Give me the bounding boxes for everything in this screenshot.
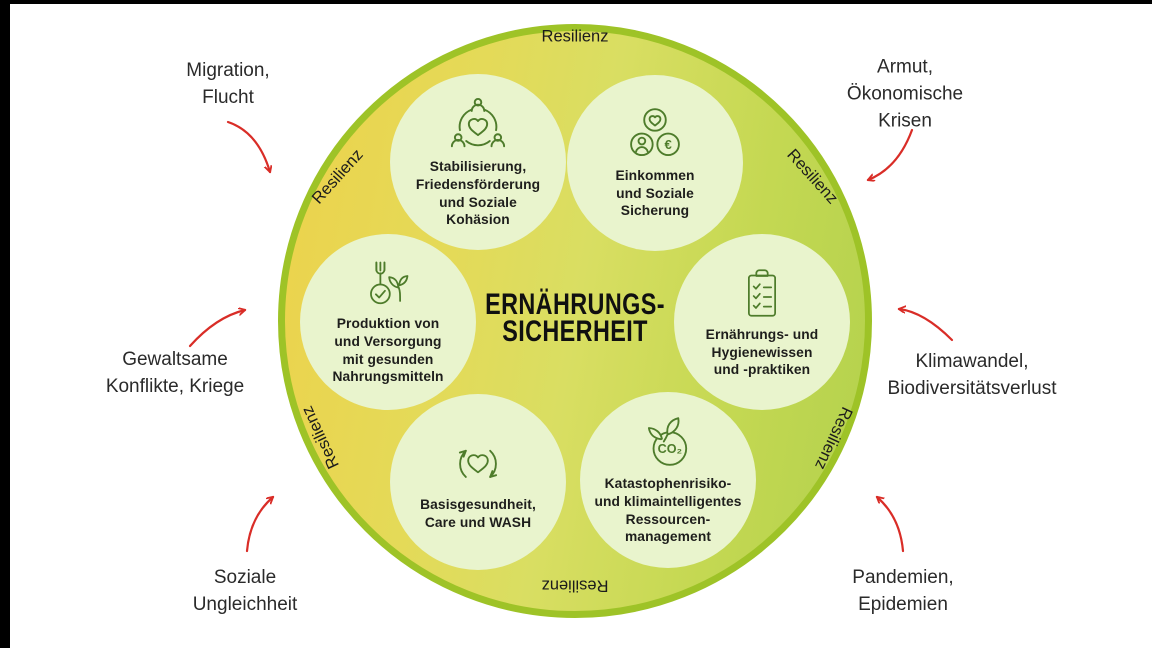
factor-label-gewaltsame-konflikte: Gewaltsame Konflikte, Kriege	[105, 349, 245, 397]
healthy-food-production-icon	[370, 261, 409, 304]
topic-label-katastrophenrisiko: Katastophenrisiko- und klimaintelligente…	[594, 475, 742, 545]
center-title: ERNÄHRUNGS- SICHERHEIT	[485, 288, 665, 348]
topic-circle-stabilisierung: Stabilisierung, Friedensförderung und So…	[390, 74, 566, 250]
factor-label-armut: Armut, Ökonomische Krisen	[846, 56, 964, 132]
arrow-armut	[868, 128, 914, 180]
arrow-gewaltsame-konflikte	[188, 310, 245, 348]
topic-circle-katastrophenrisiko: CO₂ Katastophenrisiko- und klimaintellig…	[580, 392, 756, 568]
black-frame-left	[0, 0, 10, 648]
co2-leaf-icon: CO₂	[647, 416, 688, 466]
resilienz-label-bottom: Resilienz	[541, 576, 609, 595]
topic-label-ernaehrungswissen: Ernährungs- und Hygienewissen und -prakt…	[705, 326, 819, 378]
factor-label-klimawandel: Klimawandel, Biodiversitätsverlust	[887, 351, 1057, 399]
arrow-pandemien	[877, 495, 905, 553]
topic-circle-basisgesundheit: Basisgesundheit, Care und WASH	[390, 394, 566, 570]
co2-label: CO₂	[658, 442, 683, 456]
factor-label-pandemien: Pandemien, Epidemien	[852, 567, 954, 615]
topic-label-produktion: Produktion von und Versorgung mit gesund…	[332, 315, 444, 385]
topic-circle-einkommen: € Einkommen und Soziale Sicherung	[567, 75, 743, 251]
arrow-migration	[226, 120, 270, 172]
topic-circle-ernaehrungswissen: Ernährungs- und Hygienewissen und -prakt…	[674, 234, 850, 410]
euro-symbol: €	[664, 137, 672, 152]
factor-label-migration: Migration, Flucht	[186, 60, 270, 108]
topic-label-stabilisierung: Stabilisierung, Friedensförderung und So…	[415, 158, 541, 228]
checklist-clipboard-icon	[748, 268, 776, 317]
topic-label-basisgesundheit: Basisgesundheit, Care und WASH	[420, 496, 536, 530]
black-frame-top	[0, 0, 1152, 4]
arrow-soziale-ungleichheit	[245, 495, 273, 553]
health-cycle-heart-icon	[458, 449, 498, 478]
topic-circle-produktion: Produktion von und Versorgung mit gesund…	[300, 234, 476, 410]
resilienz-label-top: Resilienz	[541, 27, 609, 46]
factor-label-soziale-ungleichheit: Soziale Ungleichheit	[192, 567, 298, 615]
arrow-klimawandel	[899, 309, 954, 342]
community-heart-icon	[450, 97, 506, 147]
income-social-security-icon: €	[630, 107, 680, 156]
topic-label-einkommen: Einkommen und Soziale Sicherung	[615, 167, 695, 219]
